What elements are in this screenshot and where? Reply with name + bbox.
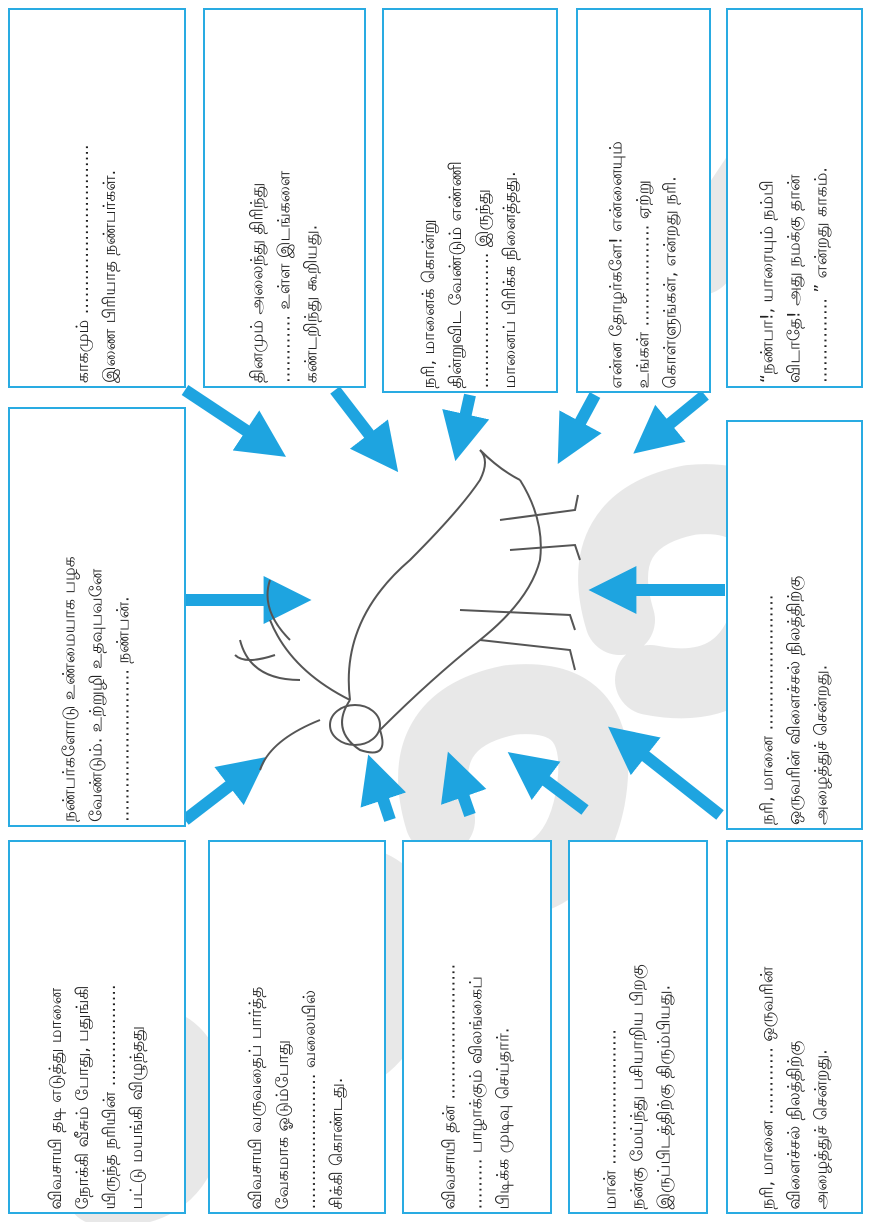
card-line: விளைச்சல் நிலத்திற்கு <box>781 845 808 1210</box>
card-top-3: நரி, மானைக் கொன்று தின்றுவிட வேண்டும் எண… <box>382 8 558 393</box>
card-line: …………………… வலையில் <box>297 845 324 1210</box>
card-top-5: “நண்பா!, யாரையும் நம்பி விடாதே! அது நமக்… <box>726 8 863 388</box>
card-line: நன்கு மேய்ந்து பசியாறிய பிறகு <box>625 845 652 1210</box>
card-line: ………… உள்ள இடங்களை <box>271 13 298 383</box>
card-line: நோக்கி வீசும் போது, பதுங்கி <box>70 845 97 1210</box>
card-top-4: என்ன தோழர்களே! என்னையும் உங்கள் ……………… ஏ… <box>576 8 711 393</box>
card-line: நண்பர்களோடு உண்மையாக பழக <box>57 412 84 822</box>
card-line: பட்டு மயங்கி விழுந்தது <box>124 845 151 1210</box>
card-bot-3: விவசாயி தன் …………………… ……… பாழாக்கும் விலங… <box>402 840 552 1214</box>
card-line: …………………… இருந்து <box>470 13 497 388</box>
card-top-1: காகமும் ………………………… இணை பிரியாத நண்பர்கள்… <box>8 8 186 388</box>
card-line: வேகமாக ஓடும்போது <box>270 845 297 1210</box>
card-line: விவசாயி தன் …………………… <box>437 845 464 1210</box>
card-line: மான் …………………… <box>598 845 625 1210</box>
card-mid-right: நரி, மானை …………………… ஒருவரின் விளைச்சல் நி… <box>726 420 863 830</box>
card-line: “நண்பா!, யாரையும் நம்பி <box>754 13 781 383</box>
card-line: யிருந்த நரியின் ……………… <box>97 845 124 1210</box>
card-line: விடாதே! அது நமக்கு தான் <box>781 13 808 383</box>
card-line: அழைத்துச் சென்றது. <box>808 845 835 1210</box>
card-line: என்ன தோழர்களே! என்னையும் <box>603 13 630 388</box>
card-line: அழைத்துச் சென்றது. <box>808 425 835 825</box>
card-bot-5: நரி, மானை ………… ஒருவரின் விளைச்சல் நிலத்த… <box>726 840 863 1214</box>
card-line: விவசாயி தடி எடுத்து மானை <box>43 845 70 1210</box>
card-line: ……… பாழாக்கும் விலங்கைப் <box>464 845 491 1210</box>
card-line: சிக்கி கொண்டது. <box>324 845 351 1210</box>
deer-illustration <box>230 440 610 780</box>
card-line: …………… ” என்றது காகம். <box>808 13 835 383</box>
card-line: கண்டறிந்து கூறியது. <box>298 13 325 383</box>
card-line: ஒருவரின் விளைச்சல் நிலத்திற்கு <box>781 425 808 825</box>
card-line: தின்றுவிட வேண்டும் எண்ணி <box>443 13 470 388</box>
card-bot-1: விவசாயி தடி எடுத்து மானை நோக்கி வீசும் ப… <box>8 840 186 1214</box>
card-mid-left: நண்பர்களோடு உண்மையாக பழக வேண்டும். உற்று… <box>8 407 186 827</box>
card-line: கொள்ளுங்கள், என்றது நரி. <box>657 13 684 388</box>
card-line: இருப்பிடத்திற்கு திரும்பியது. <box>652 845 679 1210</box>
card-line: நரி, மானை ………… ஒருவரின் <box>754 845 781 1210</box>
card-line: விவசாயி வருவதைப் பார்த்த <box>243 845 270 1210</box>
card-bot-2: விவசாயி வருவதைப் பார்த்த வேகமாக ஓடும்போத… <box>208 840 386 1214</box>
card-line: ……………………… நண்பன். <box>111 412 138 822</box>
card-line: நரி, மானைக் கொன்று <box>416 13 443 388</box>
card-line: நரி, மானை …………………… <box>754 425 781 825</box>
card-bot-4: மான் …………………… நன்கு மேய்ந்து பசியாறிய பி… <box>568 840 708 1214</box>
card-top-2: தினமும் அலைந்து திரிந்து ………… உள்ள இடங்க… <box>203 8 366 388</box>
card-line: காகமும் ………………………… <box>70 13 97 383</box>
card-line: பிடிக்க முடிவு செய்தார். <box>491 845 518 1210</box>
card-line: தினமும் அலைந்து திரிந்து <box>244 13 271 383</box>
card-line: உங்கள் ……………… ஏற்று <box>630 13 657 388</box>
card-line: மானைப் பிரிக்க நினைத்தது. <box>497 13 524 388</box>
card-line: இணை பிரியாத நண்பர்கள். <box>97 13 124 383</box>
card-line: வேண்டும். உற்றுழி உதவுபவனே <box>84 412 111 822</box>
